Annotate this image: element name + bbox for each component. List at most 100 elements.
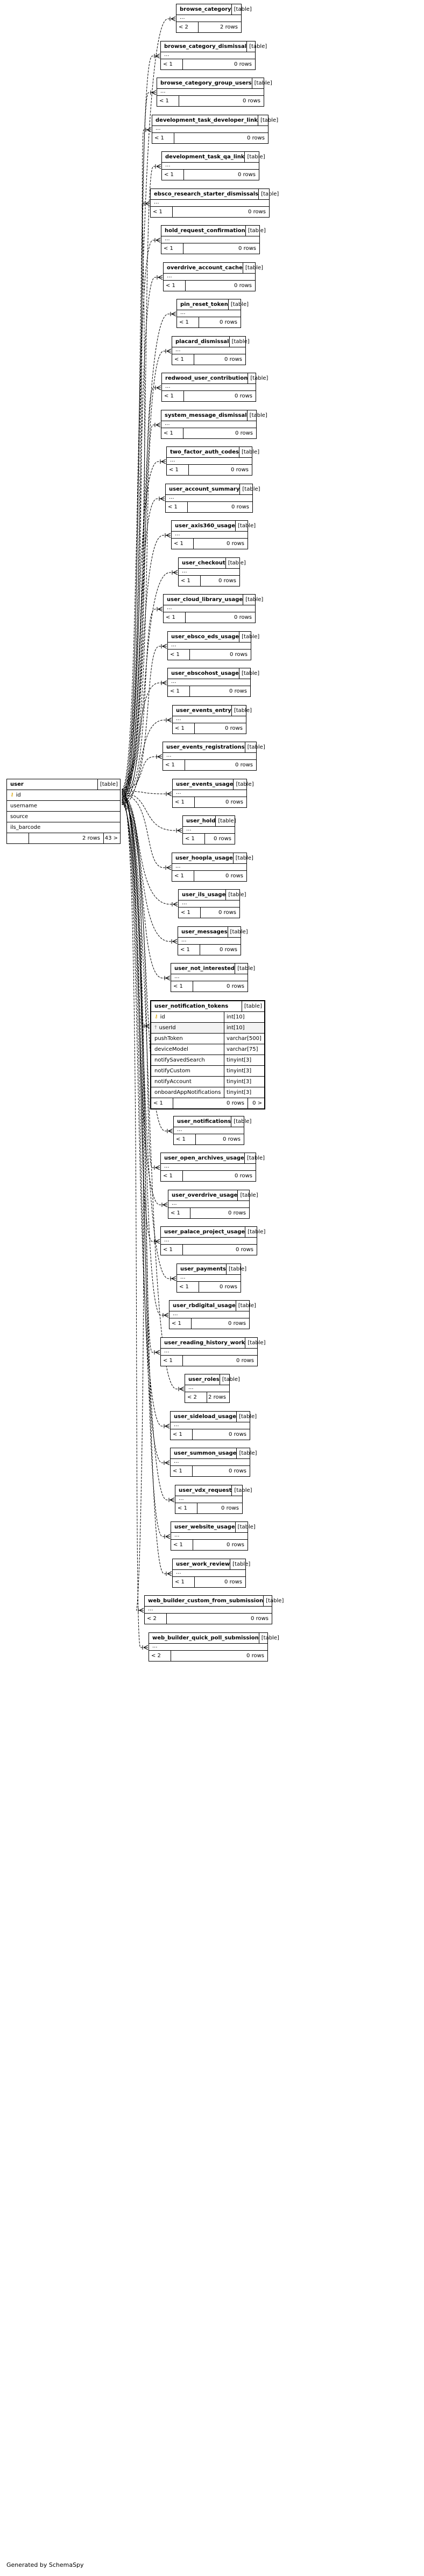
table-name[interactable]: user_hoopla_usage — [175, 855, 233, 861]
table-web-builder-custom-from-submission[interactable]: web_builder_custom_from_submission[table… — [144, 1595, 284, 1624]
table-name[interactable]: pin_reset_token — [180, 302, 228, 308]
table-name[interactable]: hold_request_confirmation — [165, 228, 245, 234]
table-name[interactable]: user_summon_usage — [174, 1450, 237, 1456]
table-name[interactable]: user_ebscohost_usage — [171, 671, 239, 676]
column-row[interactable]: source — [7, 812, 120, 822]
table-name[interactable]: overdrive_account_cache — [167, 265, 243, 271]
table-ebsco-research-starter-dismissals[interactable]: ebsco_research_starter_dismissals[table]… — [150, 189, 279, 218]
table-name[interactable]: two_factor_auth_codes — [170, 449, 239, 455]
column-row[interactable]: ⚷id — [7, 790, 120, 801]
table-name[interactable]: redwood_user_contribution — [165, 375, 248, 381]
table-name[interactable]: development_task_developer_link — [156, 117, 258, 123]
table-name[interactable]: user_events_usage — [176, 781, 234, 787]
table-name[interactable]: user_work_review — [176, 1561, 230, 1567]
table-name[interactable]: user_reading_history_work — [164, 1340, 245, 1346]
column-row[interactable]: username — [7, 801, 120, 812]
table-name[interactable]: user_checkout — [182, 560, 225, 566]
table-name[interactable]: placard_dismissal — [175, 339, 229, 345]
table-browse-category-group-users[interactable]: browse_category_group_users[table]...< 1… — [157, 78, 272, 107]
table-name[interactable]: user_palace_project_usage — [164, 1229, 245, 1235]
table-development-task-developer-link[interactable]: development_task_developer_link[table]..… — [152, 115, 278, 144]
table-name[interactable]: user_events_registrations — [166, 744, 245, 750]
table-name[interactable]: user_notification_tokens — [154, 1003, 229, 1009]
table-name[interactable]: user_axis360_usage — [175, 523, 235, 529]
table-name[interactable]: user_cloud_library_usage — [167, 597, 243, 603]
table-name[interactable]: development_task_qa_link — [165, 154, 245, 160]
column-row[interactable]: ils_barcode — [7, 822, 120, 833]
table-name[interactable]: user_events_entry — [176, 708, 231, 714]
table-name[interactable]: web_builder_custom_from_submission — [148, 1598, 264, 1604]
table-name[interactable]: browse_category — [180, 6, 231, 12]
table-name[interactable]: browse_category_group_users — [160, 80, 252, 86]
table-name[interactable]: user — [10, 781, 24, 787]
table-name[interactable]: browse_category_dismissal — [164, 44, 247, 50]
table-name[interactable]: ebsco_research_starter_dismissals — [154, 191, 259, 197]
table-name[interactable]: user_messages — [181, 929, 228, 935]
table-name[interactable]: user_roles — [188, 1377, 220, 1383]
table-name[interactable]: user_not_interested — [174, 966, 235, 972]
table-web-builder-quick-poll-submission[interactable]: web_builder_quick_poll_submission[table]… — [149, 1632, 279, 1662]
table-name[interactable]: user_notifications — [177, 1119, 231, 1125]
table-name[interactable]: user_ebsco_eds_usage — [171, 634, 239, 640]
table-name[interactable]: web_builder_quick_poll_submission — [152, 1635, 259, 1641]
table-name[interactable]: user_overdrive_usage — [172, 1192, 238, 1198]
table-name[interactable]: user_website_usage — [174, 1524, 235, 1530]
table-name[interactable]: system_message_dismissal — [165, 413, 247, 418]
table-name[interactable]: user_ils_usage — [182, 892, 226, 898]
table-name[interactable]: user_rbdigital_usage — [173, 1303, 236, 1309]
table-name[interactable]: user_vdx_request — [179, 1488, 232, 1493]
table-name[interactable]: user_sideload_usage — [174, 1414, 237, 1420]
table-name[interactable]: user_hold — [186, 818, 216, 824]
table-name[interactable]: user_account_summary — [169, 486, 240, 492]
table-name[interactable]: user_payments — [180, 1266, 226, 1272]
table-name[interactable]: user_open_archives_usage — [164, 1155, 244, 1161]
